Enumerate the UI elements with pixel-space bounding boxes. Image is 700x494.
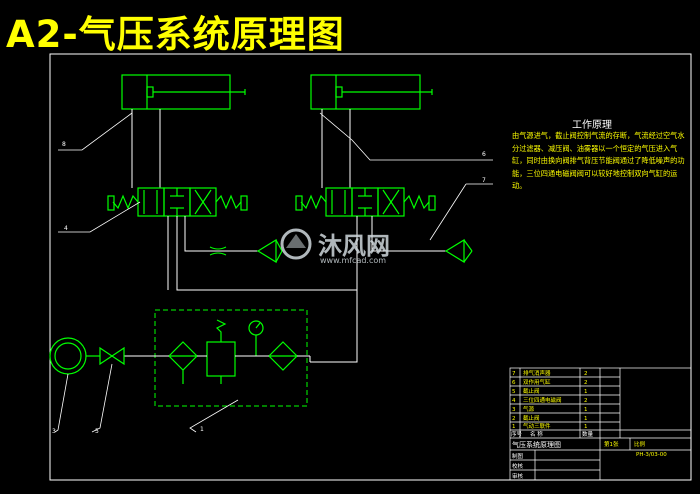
watermark: 沐风网 www.mfcad.com [278, 226, 390, 266]
part-name: 气动三联件 [523, 422, 551, 430]
cylinder-right [310, 74, 433, 110]
drawing-name: 气压系统原理图 [512, 440, 561, 449]
header-name: 名 称 [530, 430, 543, 438]
part-qty: 2 [584, 398, 588, 404]
part-no: 1 [512, 424, 516, 430]
watermark-logo-icon [280, 228, 312, 260]
drawing-border [49, 53, 692, 481]
part-qty: 1 [584, 424, 588, 430]
leader-lines [54, 112, 493, 433]
title-block [509, 367, 692, 481]
frl-pipes [124, 355, 311, 362]
title-block-text: 7 排气消声器 2 6 双作用气缸 2 5 截止阀 1 4 三位四通电磁阀 2 … [511, 369, 667, 480]
silencer-right [444, 238, 473, 264]
part-no: 7 [512, 371, 516, 377]
watermark-url: www.mfcad.com [320, 256, 387, 265]
part-number: 7 [482, 177, 486, 184]
frl-unit [168, 319, 298, 384]
header-qty: 数量 [582, 430, 594, 438]
row-check: 校核 [512, 462, 524, 470]
working-principle-heading: 工作原理 [572, 120, 612, 131]
working-principle-text: 由气源进气，截止阀控制气流的存断，气流经过空气水分过滤器、减压阀、油雾器以一个恒… [512, 131, 685, 190]
supply-pipes [167, 216, 446, 363]
part-no: 4 [512, 398, 516, 404]
part-number: 1 [200, 426, 204, 433]
part-number: 4 [64, 225, 68, 232]
air-source [49, 337, 100, 375]
part-name: 排气消声器 [523, 369, 551, 377]
part-name: 气源 [523, 405, 535, 413]
part-qty: 2 [584, 380, 588, 386]
valve-left [107, 187, 248, 217]
part-name: 截止阀 [523, 414, 540, 422]
page-title: A2-气压系统原理图 [6, 13, 345, 56]
part-no: 5 [512, 389, 516, 395]
part-no: 2 [512, 416, 516, 422]
part-number: 3 [52, 428, 56, 435]
part-number: 6 [482, 151, 486, 158]
cylinder-left [121, 74, 246, 110]
part-number: 8 [62, 141, 66, 148]
frl-unit-box [154, 309, 308, 407]
row-review: 审核 [512, 472, 524, 480]
drawing-no: PH-3/03-00 [636, 452, 667, 458]
scale-label: 比例 [634, 440, 646, 448]
part-qty: 1 [584, 416, 588, 422]
part-name: 截止阀 [523, 387, 540, 395]
header-no: 序号 [511, 430, 523, 438]
part-name: 双作用气缸 [523, 378, 551, 386]
row-draw: 制图 [512, 452, 524, 460]
throttle-mark [209, 246, 227, 256]
watermark-text: 沐风网 [318, 232, 390, 260]
valve-right [295, 187, 436, 217]
sheet-label: 第1张 [604, 440, 619, 448]
cylinder-pipes [131, 109, 351, 188]
part-no: 6 [512, 380, 516, 386]
stop-valve [99, 346, 125, 366]
part-numbers: 8 6 4 7 3 5 1 [52, 141, 486, 435]
part-qty: 1 [584, 389, 588, 395]
part-no: 3 [512, 407, 516, 413]
part-qty: 2 [584, 371, 588, 377]
part-number: 5 [95, 428, 99, 435]
part-qty: 1 [584, 407, 588, 413]
part-name: 三位四通电磁阀 [523, 396, 562, 404]
silencer-left [256, 238, 283, 264]
